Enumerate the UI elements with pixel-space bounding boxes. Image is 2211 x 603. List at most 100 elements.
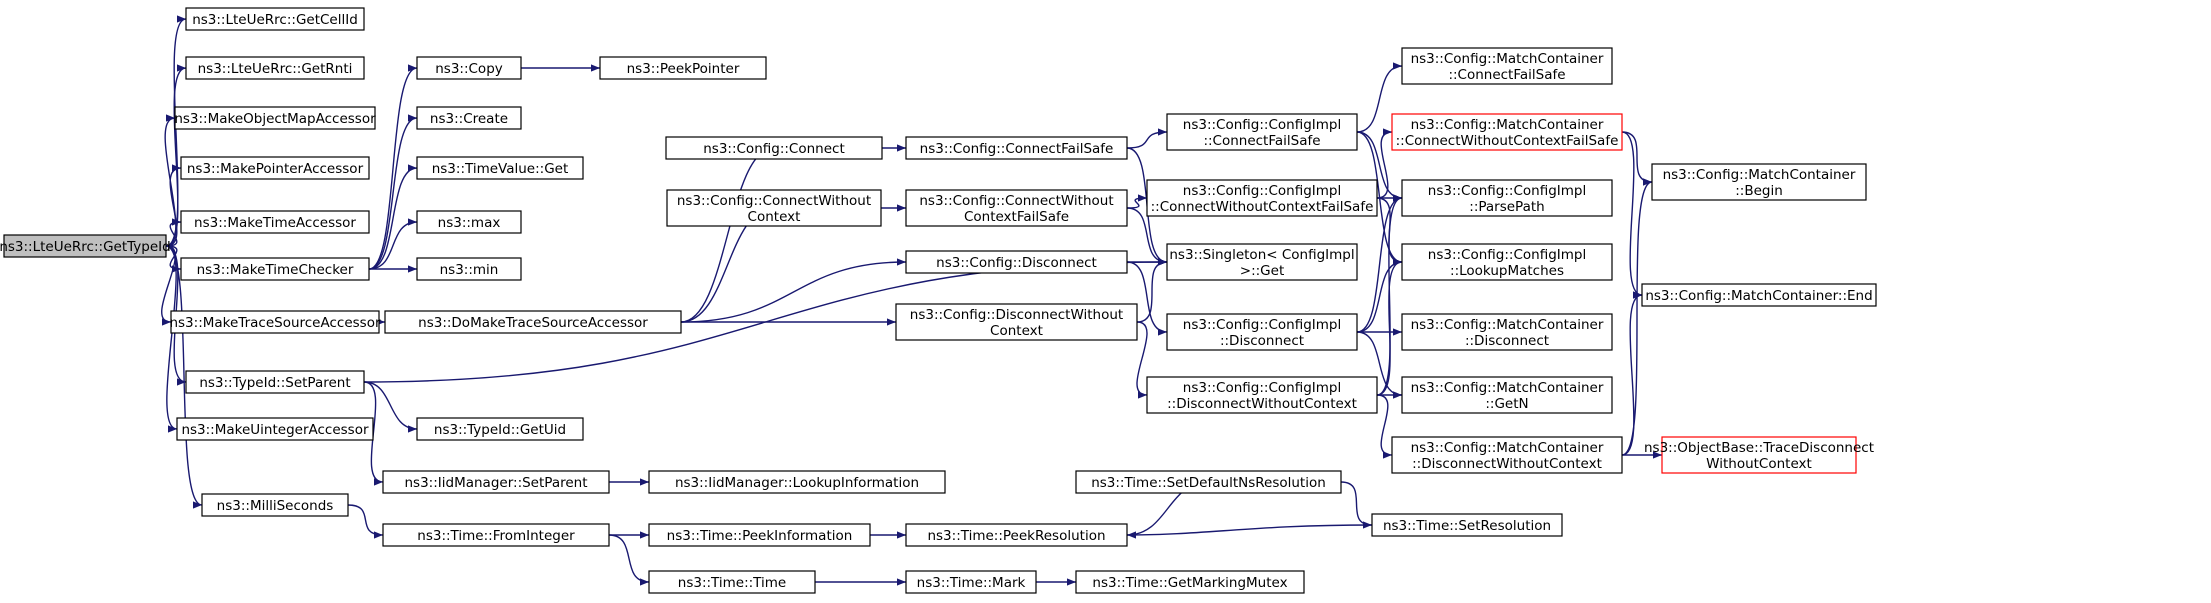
function-node-getrnti[interactable]: ns3::LteUeRrc::GetRnti: [185, 56, 365, 80]
function-node-mcconnectfs[interactable]: ns3::Config::MatchContainer::ConnectFail…: [1401, 47, 1613, 85]
function-node-cfgconnect[interactable]: ns3::Config::Connect: [665, 136, 883, 160]
node-box: [1401, 243, 1613, 281]
function-node-fromint[interactable]: ns3::Time::FromInteger: [382, 523, 610, 547]
function-node-setdefres[interactable]: ns3::Time::SetDefaultNsResolution: [1075, 470, 1342, 494]
function-node-mktimechk[interactable]: ns3::MakeTimeChecker: [180, 257, 370, 281]
function-node-max[interactable]: ns3::max: [416, 210, 522, 234]
function-node-implconnectfs[interactable]: ns3::Config::ConfigImpl::ConnectFailSafe: [1166, 113, 1358, 151]
function-node-objbasetrace[interactable]: ns3::ObjectBase::TraceDisconnectWithoutC…: [1644, 436, 1874, 474]
node-label: ns3::Config::MatchContainer: [1411, 380, 1604, 396]
node-label: ns3::Time::Mark: [917, 575, 1026, 591]
function-node-setparent[interactable]: ns3::TypeId::SetParent: [185, 370, 365, 394]
node-label: ns3::max: [438, 215, 501, 231]
node-label: ns3::Config::MatchContainer: [1411, 51, 1604, 67]
node-label: ns3::Singleton< ConfigImpl: [1169, 247, 1354, 263]
node-box: [180, 210, 370, 234]
node-box: [1391, 436, 1623, 474]
node-box: [416, 56, 522, 80]
node-label: ns3::Time::Time: [678, 575, 786, 591]
node-label: ns3::DoMakeTraceSourceAccessor: [418, 315, 648, 331]
function-node-mkuint[interactable]: ns3::MakeUintegerAccessor: [176, 417, 374, 441]
function-node-cfgdisconnect[interactable]: ns3::Config::Disconnect: [905, 250, 1128, 274]
function-node-implconnectwcfs[interactable]: ns3::Config::ConfigImpl::ConnectWithoutC…: [1146, 179, 1378, 217]
function-node-mkobjmap[interactable]: ns3::MakeObjectMapAccessor: [174, 106, 376, 130]
function-node-mcdisconnectwc[interactable]: ns3::Config::MatchContainer::DisconnectW…: [1391, 436, 1623, 474]
node-label: ns3::Time::PeekResolution: [927, 528, 1105, 544]
function-node-millis[interactable]: ns3::MilliSeconds: [201, 493, 349, 517]
call-edge-mcdisconnectwc-to-mcbegin: [1621, 178, 1653, 456]
function-node-mcend[interactable]: ns3::Config::MatchContainer::End: [1641, 283, 1877, 307]
node-label: WithoutContext: [1706, 456, 1812, 472]
node-box: [1401, 179, 1613, 217]
node-box: [1166, 243, 1358, 281]
function-node-peekres[interactable]: ns3::Time::PeekResolution: [905, 523, 1128, 547]
node-box: [648, 470, 946, 494]
node-box: [1641, 283, 1877, 307]
function-node-impldisconnect[interactable]: ns3::Config::ConfigImpl::Disconnect: [1166, 313, 1358, 351]
node-label: ns3::Time::PeekInformation: [667, 528, 853, 544]
function-node-mcdisconnect[interactable]: ns3::Config::MatchContainer::Disconnect: [1401, 313, 1613, 351]
node-label: ns3::Config::ConfigImpl: [1183, 117, 1341, 133]
function-node-cfgconnectwcfs[interactable]: ns3::Config::ConnectWithoutContextFailSa…: [905, 189, 1128, 227]
call-edge-root-to-mktime: [165, 218, 182, 247]
function-node-domktrace[interactable]: ns3::DoMakeTraceSourceAccessor: [384, 310, 682, 334]
function-node-min[interactable]: ns3::min: [416, 257, 522, 281]
function-node-peekinfo[interactable]: ns3::Time::PeekInformation: [648, 523, 871, 547]
function-node-tvget[interactable]: ns3::TimeValue::Get: [416, 156, 584, 180]
node-box: [382, 470, 610, 494]
call-edge-root-to-millis: [165, 245, 203, 509]
node-box: [666, 189, 882, 227]
function-node-peekptr[interactable]: ns3::PeekPointer: [599, 56, 767, 80]
call-edge-cfgdisconnectwc-to-singleton: [1136, 258, 1168, 323]
function-node-cfgdisconnectwc[interactable]: ns3::Config::DisconnectWithoutContext: [895, 303, 1138, 341]
function-node-mktime[interactable]: ns3::MakeTimeAccessor: [180, 210, 370, 234]
function-node-mcgetn[interactable]: ns3::Config::MatchContainer::GetN: [1401, 376, 1613, 414]
node-label: ns3::Time::GetMarkingMutex: [1092, 575, 1287, 591]
function-node-mktrace[interactable]: ns3::MakeTraceSourceAccessor: [169, 310, 381, 334]
function-node-copy[interactable]: ns3::Copy: [416, 56, 522, 80]
node-label: ns3::Create: [430, 111, 508, 127]
function-node-mark[interactable]: ns3::Time::Mark: [905, 570, 1037, 594]
function-node-getuid[interactable]: ns3::TypeId::GetUid: [416, 417, 584, 441]
call-edge-domktrace-to-cfgdisconnect: [680, 258, 907, 323]
function-node-timetime[interactable]: ns3::Time::Time: [648, 570, 816, 594]
node-box: [180, 156, 370, 180]
function-node-singleton[interactable]: ns3::Singleton< ConfigImpl >::Get: [1166, 243, 1358, 281]
node-label: ns3::TypeId::SetParent: [199, 375, 350, 391]
function-node-getcellid[interactable]: ns3::LteUeRrc::GetCellId: [185, 7, 365, 31]
node-label: ::ConnectWithoutContextFailSafe: [1396, 133, 1619, 149]
function-node-mcbegin[interactable]: ns3::Config::MatchContainer::Begin: [1651, 163, 1867, 201]
call-edge-root-to-mkptr: [165, 164, 182, 247]
node-box: [1651, 163, 1867, 201]
function-node-lookupmatches[interactable]: ns3::Config::ConfigImpl::LookupMatches: [1401, 243, 1613, 281]
node-label: ns3::TimeValue::Get: [432, 161, 569, 177]
function-node-setres[interactable]: ns3::Time::SetResolution: [1371, 513, 1563, 537]
node-label: ::GetN: [1485, 396, 1528, 412]
function-node-cfgconnectfs[interactable]: ns3::Config::ConnectFailSafe: [905, 136, 1128, 160]
function-node-mkptr[interactable]: ns3::MakePointerAccessor: [180, 156, 370, 180]
call-edge-setdefres-to-setres: [1340, 481, 1373, 529]
node-label: ns3::Time::FromInteger: [417, 528, 575, 544]
node-box: [1401, 313, 1613, 351]
node-label: ::Disconnect: [1220, 333, 1304, 349]
function-node-iidsetparent[interactable]: ns3::IidManager::SetParent: [382, 470, 610, 494]
function-node-parsepath[interactable]: ns3::Config::ConfigImpl::ParsePath: [1401, 179, 1613, 217]
function-node-impldisconnectwc[interactable]: ns3::Config::ConfigImpl::DisconnectWitho…: [1146, 376, 1378, 414]
node-label: ns3::Time::SetResolution: [1383, 518, 1551, 534]
node-label: ns3::MilliSeconds: [217, 498, 334, 514]
call-edge-millis-to-fromint: [347, 504, 384, 539]
node-label: ns3::Config::ConfigImpl: [1428, 183, 1586, 199]
node-box: [1166, 113, 1358, 151]
function-node-cfgconnectwc[interactable]: ns3::Config::ConnectWithoutContext: [666, 189, 882, 227]
function-node-mcconnectwcfs[interactable]: ns3::Config::MatchContainer::ConnectWith…: [1391, 113, 1623, 151]
node-label: ns3::Config::DisconnectWithout: [910, 307, 1123, 323]
node-box: [174, 106, 376, 130]
call-edge-mktimechk-to-copy: [368, 64, 418, 270]
call-edge-mktimechk-to-create: [368, 114, 418, 270]
function-node-getmarkmutex[interactable]: ns3::Time::GetMarkingMutex: [1075, 570, 1305, 594]
function-node-iidlookup[interactable]: ns3::IidManager::LookupInformation: [648, 470, 946, 494]
node-label: ns3::LteUeRrc::GetCellId: [192, 12, 358, 28]
function-node-root[interactable]: ns3::LteUeRrc::GetTypeId: [0, 234, 171, 258]
call-edge-implconnectfs-to-lookupmatches: [1356, 131, 1403, 266]
function-node-create[interactable]: ns3::Create: [416, 106, 522, 130]
